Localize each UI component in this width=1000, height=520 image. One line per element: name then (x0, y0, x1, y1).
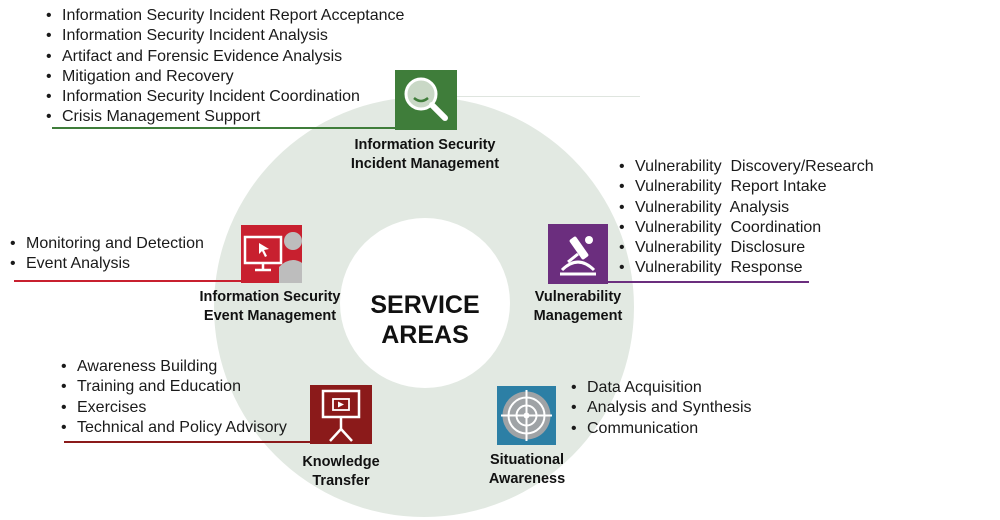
incident-underline (52, 127, 452, 129)
list-item: Mitigation and Recovery (46, 67, 404, 87)
list-item: Training and Education (61, 377, 287, 397)
list-item: Information Security Incident Analysis (46, 26, 404, 46)
vulnerability-management-tile (548, 224, 608, 284)
event-management-label: Information Security Event Management (199, 289, 341, 324)
list-item: Exercises (61, 398, 287, 418)
list-item: Event Analysis (10, 254, 204, 274)
ring-center (340, 218, 510, 388)
incident-management-list: Information Security Incident Report Acc… (46, 6, 404, 128)
event-management-list: Monitoring and Detection Event Analysis (10, 234, 204, 275)
list-item: Vulnerability Discovery/Research (619, 157, 874, 177)
list-item: Analysis and Synthesis (571, 398, 752, 418)
vulnerability-underline (606, 281, 809, 283)
list-item: Data Acquisition (571, 378, 752, 398)
list-item: Vulnerability Report Intake (619, 177, 874, 197)
incident-management-tile (395, 70, 457, 130)
vulnerability-management-list: Vulnerability Discovery/Research Vulnera… (619, 157, 874, 279)
list-item: Information Security Incident Report Acc… (46, 6, 404, 26)
situational-awareness-list: Data Acquisition Analysis and Synthesis … (571, 378, 752, 439)
center-title: SERVICE AREAS (370, 291, 480, 349)
situational-awareness-tile (497, 386, 556, 445)
list-item: Vulnerability Coordination (619, 218, 874, 238)
list-item: Vulnerability Response (619, 258, 874, 278)
list-item: Artifact and Forensic Evidence Analysis (46, 47, 404, 67)
presentation-board-icon (310, 385, 372, 444)
knowledge-transfer-label: Knowledge Transfer (302, 454, 380, 489)
situational-awareness-label: Situational Awareness (488, 452, 566, 487)
list-item: Technical and Policy Advisory (61, 418, 287, 438)
list-item: Information Security Incident Coordinati… (46, 87, 404, 107)
list-item: Vulnerability Analysis (619, 198, 874, 218)
knowledge-transfer-tile (310, 385, 372, 444)
list-item: Awareness Building (61, 357, 287, 377)
vulnerability-management-label: Vulnerability Management (533, 289, 623, 324)
list-item: Vulnerability Disclosure (619, 238, 874, 258)
list-item: Crisis Management Support (46, 107, 404, 127)
knowledge-transfer-list: Awareness Building Training and Educatio… (61, 357, 287, 438)
incident-faint-line (455, 96, 640, 97)
microscope-icon (548, 224, 608, 284)
monitor-user-icon (241, 225, 302, 283)
magnifying-glass-icon (395, 70, 457, 130)
radar-target-icon (497, 386, 556, 445)
knowledge-underline (64, 441, 314, 443)
event-underline (14, 280, 258, 282)
list-item: Monitoring and Detection (10, 234, 204, 254)
list-item: Communication (571, 419, 752, 439)
event-management-tile (241, 225, 302, 283)
incident-management-label: Information Security Incident Management (350, 137, 500, 172)
